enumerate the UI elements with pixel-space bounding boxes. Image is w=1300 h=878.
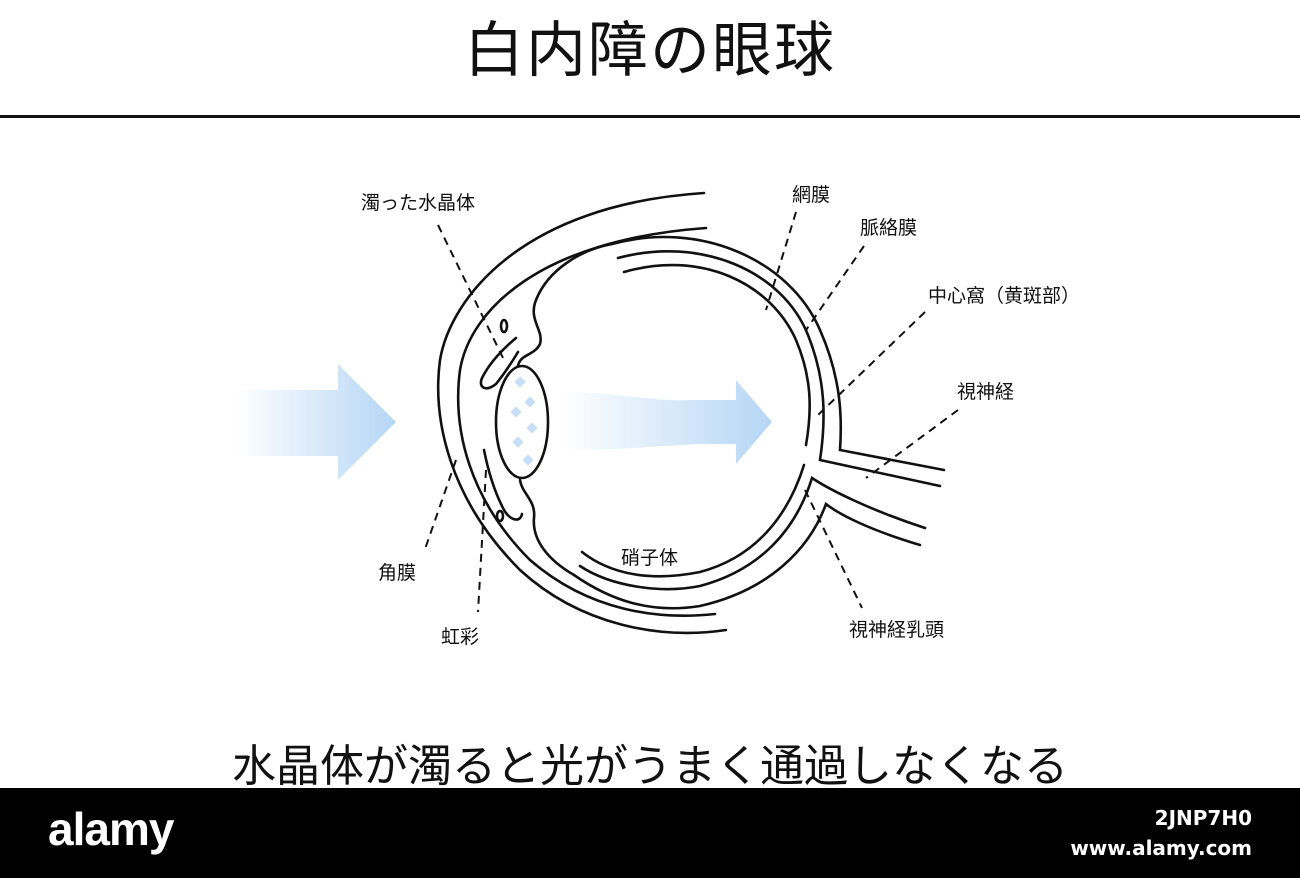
leader-choroid [805, 245, 865, 331]
label-iris: 虹彩 [441, 626, 480, 648]
site-url: www.alamy.com [1070, 836, 1252, 860]
scattered-light-arrow [560, 380, 772, 464]
retina-inner [622, 263, 811, 447]
title-divider [0, 115, 1300, 118]
iris-lower [482, 448, 524, 521]
retina-lower [578, 475, 927, 591]
retina-layer [616, 250, 942, 488]
label-optic-nerve: 視神経 [957, 381, 1015, 403]
label-optic-disc: 視神経乳頭 [849, 619, 945, 641]
leader-retina [765, 211, 797, 311]
ciliary-body-lower [518, 478, 576, 577]
footer-bar: alamy 2JNP7H0 www.alamy.com [0, 788, 1300, 878]
retina-lower-inner [580, 463, 806, 578]
label-cloudy-lens: 濁った水晶体 [361, 192, 476, 214]
leader-optic-disc [804, 489, 863, 609]
crystalline-lens [494, 364, 550, 480]
label-cornea: 角膜 [378, 562, 417, 584]
image-id: 2JNP7H0 [1154, 806, 1252, 830]
ciliary-body-upper [516, 242, 614, 368]
label-choroid: 脈絡膜 [860, 217, 918, 239]
iris-upper [479, 336, 520, 390]
leader-optic-nerve [865, 409, 959, 479]
sclera-inner [456, 226, 717, 617]
optic-nerve-lower [572, 501, 922, 610]
diagram-caption: 水晶体が濁ると光がうまく通過しなくなる [232, 741, 1068, 792]
lens-cloudy-spots [510, 376, 538, 466]
leader-cloudy-lens [437, 224, 506, 363]
label-vitreous: 硝子体 [621, 547, 679, 569]
incoming-light-arrow [236, 364, 396, 480]
brand-logo: alamy [48, 803, 174, 855]
leader-iris [477, 469, 487, 613]
leader-fovea [817, 311, 926, 416]
leader-cornea [423, 459, 457, 553]
label-retina: 網膜 [792, 184, 831, 206]
label-fovea: 中心窩（黄斑部） [928, 285, 1081, 307]
page-title: 白内障の眼球 [464, 16, 836, 86]
sclera-outer [436, 191, 728, 635]
